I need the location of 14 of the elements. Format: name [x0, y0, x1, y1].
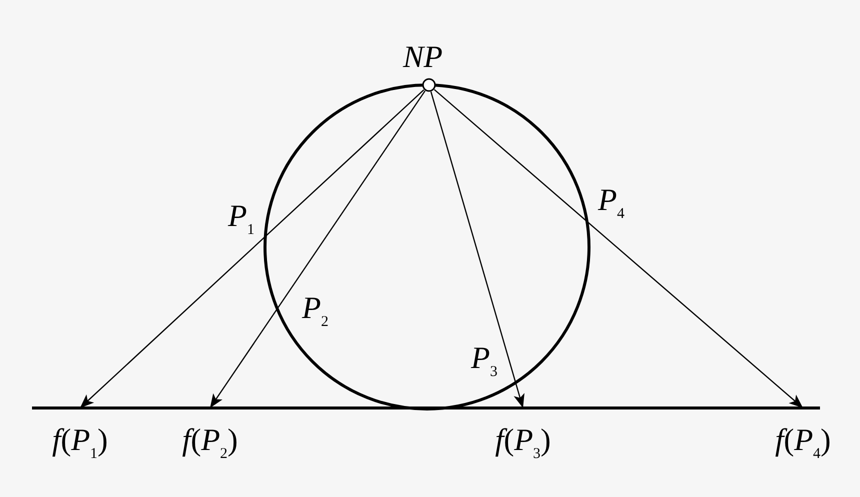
image-label: f(P$_{3}$)	[494, 424, 552, 462]
image-label: f(P$_{4}$)	[774, 424, 832, 462]
image-label: f(P$_{1}$)	[51, 424, 109, 462]
projection-arrow	[210, 90, 426, 408]
point-label: P$_{2}$	[302, 292, 328, 330]
point-label: NP	[403, 41, 443, 72]
projection-arrow	[80, 89, 424, 408]
projection-arrow	[430, 92, 524, 408]
image-label: f(P$_{2}$)	[181, 424, 239, 462]
point-label: P$_{3}$	[471, 342, 498, 380]
point-marker	[422, 78, 436, 92]
point-label: P$_{4}$	[598, 184, 624, 222]
point-label: P$_{1}$	[228, 200, 254, 238]
projection-arrow	[434, 89, 804, 408]
